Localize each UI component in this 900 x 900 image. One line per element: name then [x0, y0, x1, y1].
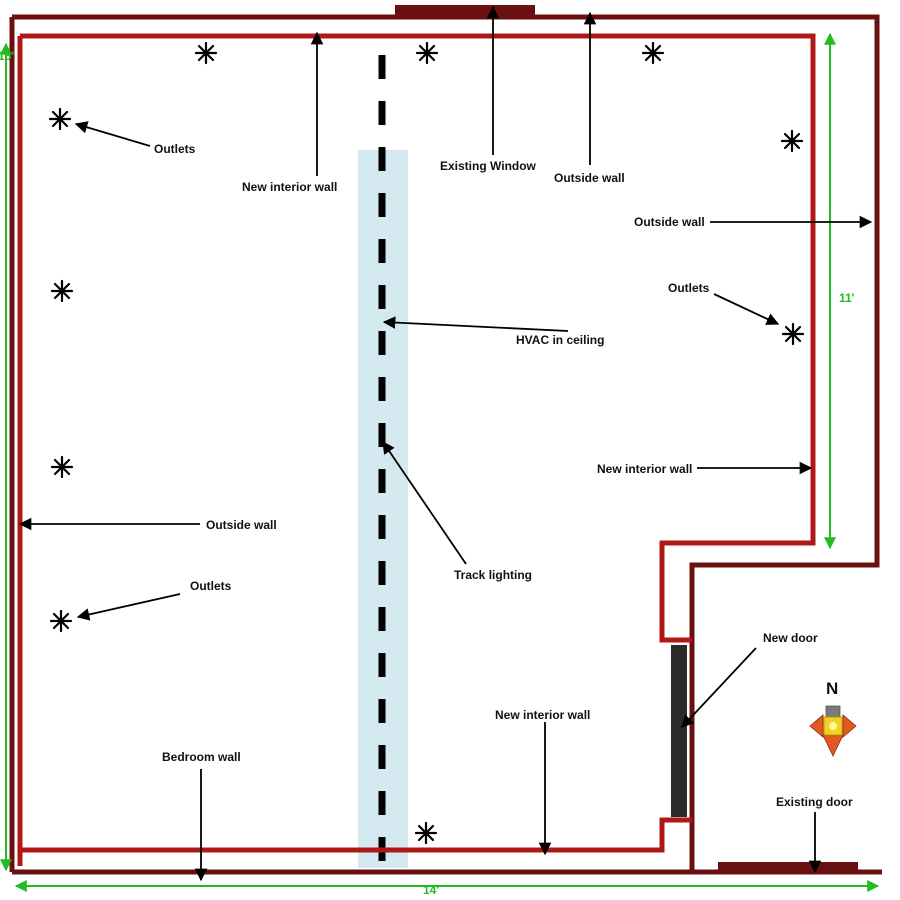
label-existing-window: Existing Window [440, 159, 537, 173]
label-bedroom-wall: Bedroom wall [162, 750, 241, 764]
label-new-door: New door [763, 631, 818, 645]
dimension-right-wall: 11' [839, 291, 855, 305]
compass: N [809, 679, 857, 757]
compass-icon [809, 705, 857, 757]
label-outlets-top-left: Outlets [154, 142, 196, 156]
existing-door [718, 862, 858, 872]
outlet-marker [781, 322, 805, 346]
label-outside-wall-right: Outside wall [634, 215, 705, 229]
compass-north-label: N [826, 679, 838, 698]
label-new-interior-wall-bottom: New interior wall [495, 708, 590, 722]
label-existing-door: Existing door [776, 795, 853, 809]
outlet-marker [415, 41, 439, 65]
outside-walls [9, 14, 882, 875]
label-new-interior-wall-top: New interior wall [242, 180, 337, 194]
outlet-marker [194, 41, 218, 65]
callout-arrows [18, 5, 873, 882]
label-track-lighting: Track lighting [454, 568, 532, 582]
label-outside-wall-top: Outside wall [554, 171, 625, 185]
new-door [671, 645, 687, 817]
existing-window [395, 5, 535, 16]
outlet-marker [48, 107, 72, 131]
dimension-lines [0, 32, 880, 892]
label-outlets-right: Outlets [668, 281, 710, 295]
label-new-interior-wall-right: New interior wall [597, 462, 692, 476]
outlet-marker [414, 821, 438, 845]
dimension-width: 14' [423, 883, 439, 897]
interior-walls [17, 33, 816, 866]
outlet-marker [780, 129, 804, 153]
outlet-marker [50, 455, 74, 479]
outlet-marker [49, 609, 73, 633]
outlet-marker [50, 279, 74, 303]
label-outside-wall-left: Outside wall [206, 518, 277, 532]
outlet-marker [641, 41, 665, 65]
dimension-height: 16' [0, 49, 14, 63]
label-outlets-left: Outlets [190, 579, 232, 593]
label-hvac: HVAC in ceiling [516, 333, 604, 347]
